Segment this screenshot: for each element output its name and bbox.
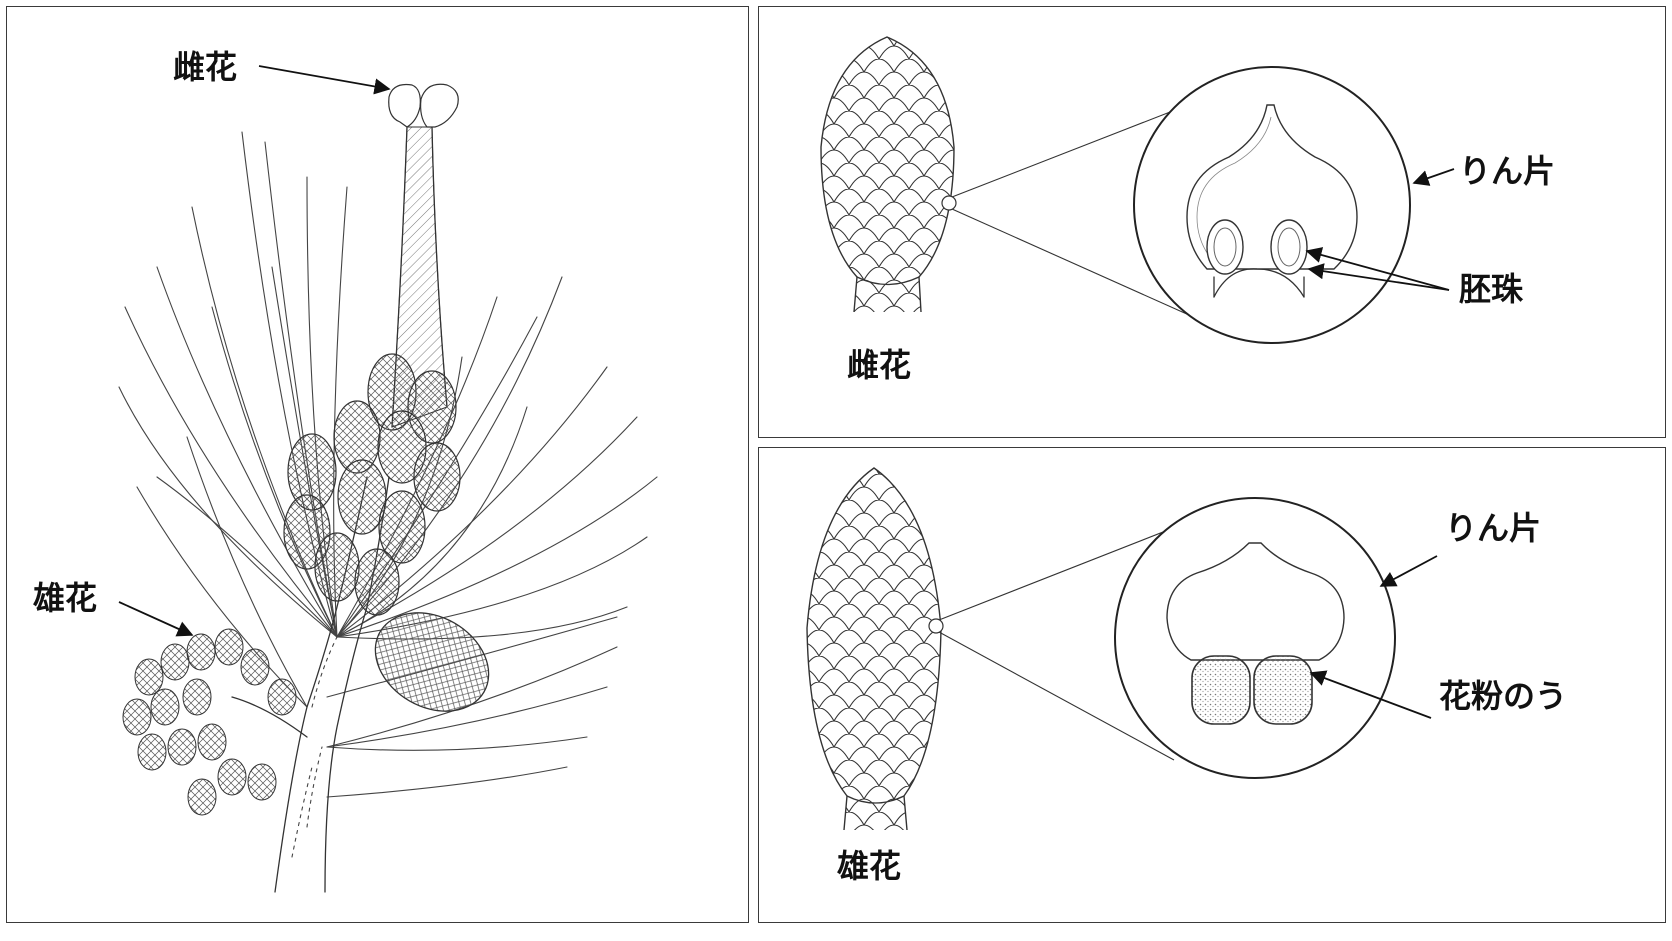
ovule-left (1206, 219, 1244, 275)
female-flower-top (388, 83, 459, 128)
scale-label: りん片 (1459, 152, 1556, 190)
pollen-sac-left (1191, 655, 1251, 725)
detail-marker (928, 618, 944, 634)
male-flower-label: 雄花 (33, 579, 98, 617)
male-cone-panel: りん片 花粉のう 雄花 (758, 447, 1666, 923)
male-flower-arrow (118, 601, 194, 637)
ovule-label: 胚珠 (1459, 270, 1524, 308)
female-flower-arrow (258, 65, 391, 95)
stem-right-edge (324, 476, 390, 893)
detail-marker (941, 195, 957, 211)
scale-piece (1166, 542, 1345, 661)
scale-arrow (1412, 168, 1455, 186)
pine-branch-drawing (118, 65, 658, 893)
male-flower-cluster (122, 628, 308, 816)
young-cones (283, 353, 461, 616)
female-cone-panel: りん片 胚珠 雌花 (758, 6, 1666, 438)
pollen-sac-arrow (1309, 670, 1432, 719)
female-cone-drawing (820, 36, 1455, 344)
ovule-right (1270, 219, 1308, 275)
scale-arrow (1379, 555, 1438, 587)
male-cone (806, 467, 942, 831)
mature-cone (374, 612, 490, 712)
branch-illustration-panel: 雌花 雄花 (6, 6, 749, 923)
female-flower-label: 雌花 (173, 48, 238, 86)
male-cone-drawing (806, 467, 1438, 831)
pollen-sac-label: 花粉のう (1439, 677, 1568, 715)
scale-label: りん片 (1445, 509, 1542, 547)
female-cone (820, 36, 955, 313)
pollen-sac-right (1253, 655, 1313, 725)
ovule-arrow-1 (1305, 247, 1450, 291)
male-flower-caption: 雄花 (837, 847, 902, 885)
ovule-arrow-2 (1307, 263, 1450, 291)
female-flower-caption: 雌花 (847, 346, 912, 384)
